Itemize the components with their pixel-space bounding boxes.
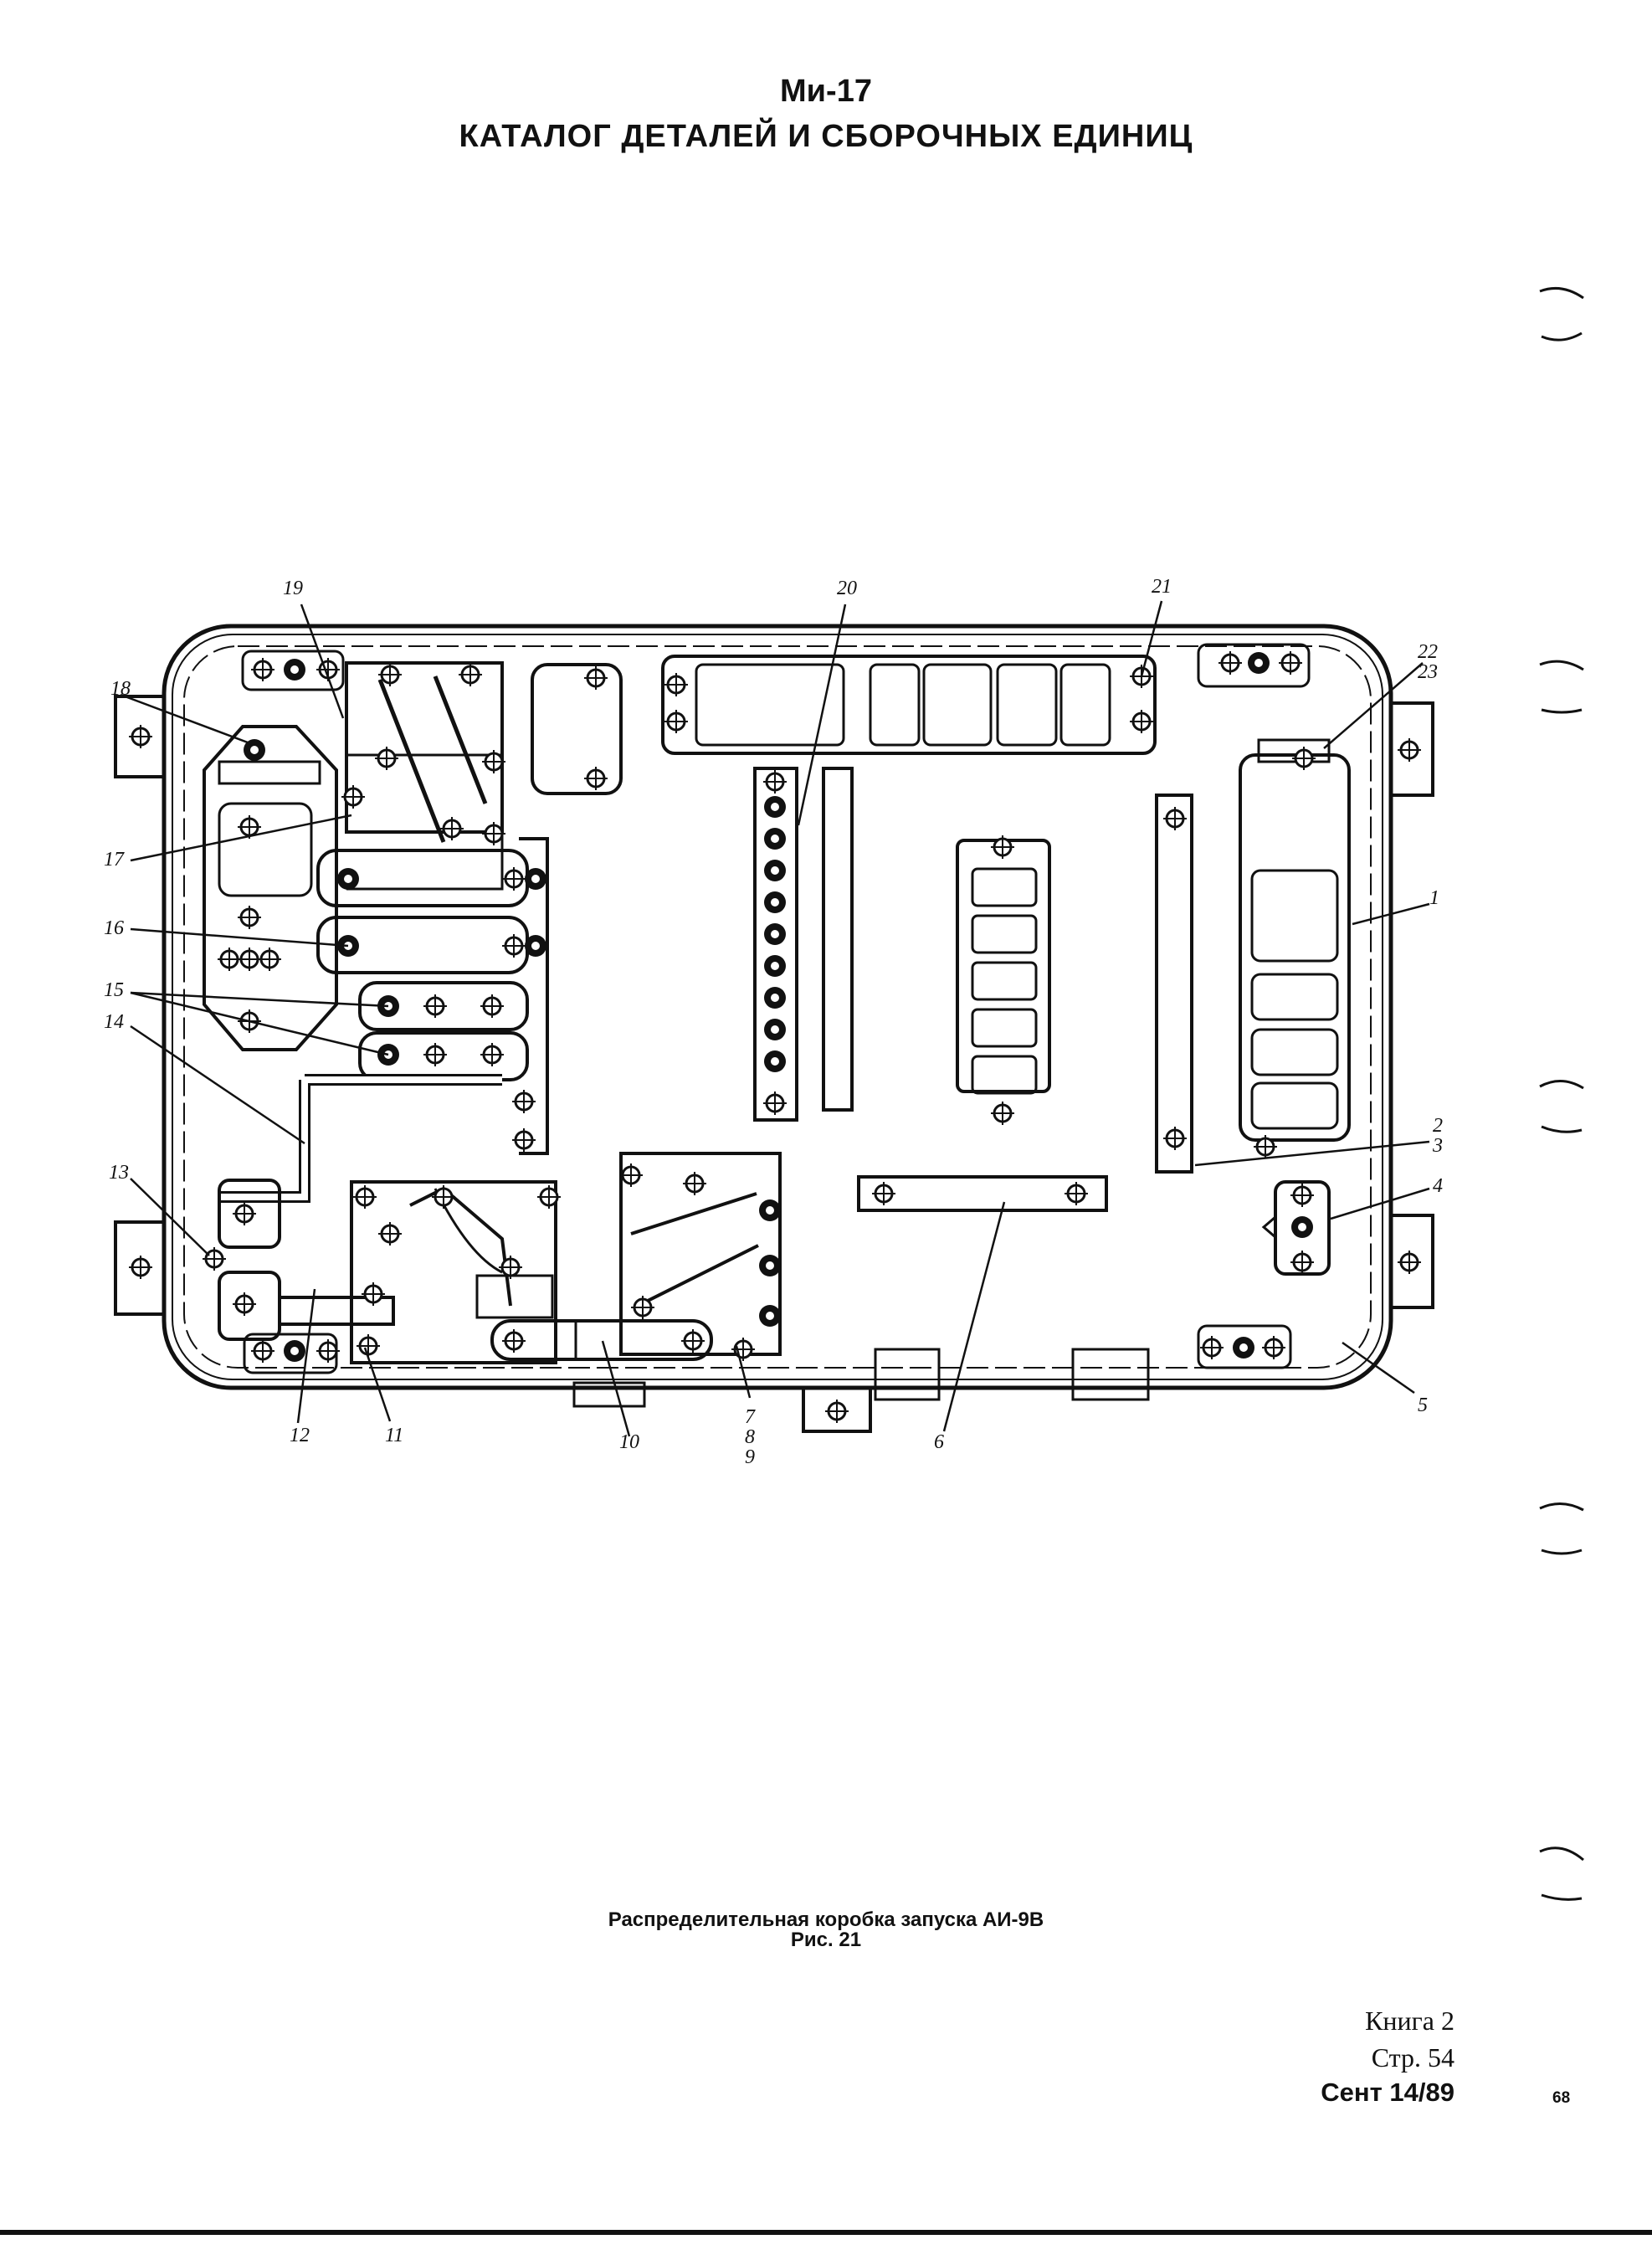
- callout-23: 23: [1418, 661, 1438, 683]
- callout-21: 21: [1152, 576, 1172, 598]
- leader-lines: [120, 600, 1430, 1437]
- fuse-bus-bar: [519, 837, 549, 1155]
- terminal-marker-strip: [822, 767, 854, 1112]
- callout-9: 9: [745, 1446, 755, 1468]
- plate-top-left: [241, 650, 345, 691]
- mounting-ear-bottom-left: [114, 1220, 164, 1316]
- fuse-holder-3: [358, 981, 529, 1031]
- terminal-block-lower: [218, 1271, 281, 1341]
- bottom-lug-right: [1071, 1348, 1150, 1401]
- horizontal-bar: [857, 1175, 1108, 1212]
- housing-inner: [172, 634, 1383, 1380]
- binder-hole-4: [1539, 1502, 1584, 1555]
- figure-caption: Распределительная коробка запуска АИ-9В: [608, 1908, 1044, 1931]
- plate-bottom-right: [1197, 1324, 1292, 1369]
- bottom-lug-left: [572, 1381, 646, 1408]
- callout-12: 12: [290, 1425, 310, 1446]
- mounting-ear-bottom-center: [802, 1388, 872, 1433]
- connector-module-right: [1239, 753, 1351, 1142]
- book-number: Книга 2: [1365, 2006, 1454, 2036]
- clamp-block-upper: [345, 661, 504, 834]
- binder-hole-3: [1539, 1080, 1584, 1133]
- callout-13: 13: [109, 1162, 129, 1184]
- vertical-strip: [1155, 794, 1193, 1174]
- document-title: КАТАЛОГ ДЕТАЛЕЙ И СБОРОЧНЫХ ЕДИНИЦ: [459, 119, 1193, 154]
- mounting-ear-bottom-right: [1391, 1214, 1434, 1309]
- page-reference: Стр. 54: [1371, 2042, 1454, 2073]
- relay-center: [619, 1152, 782, 1356]
- callout-4: 4: [1433, 1175, 1443, 1197]
- document-model: Ми-17: [780, 74, 872, 109]
- callout-17: 17: [104, 849, 125, 871]
- callout-11: 11: [385, 1425, 403, 1446]
- callout-14: 14: [104, 1011, 124, 1033]
- connector-strip-top: [661, 655, 1157, 755]
- callout-16: 16: [104, 917, 124, 939]
- blank-panel: [531, 663, 623, 795]
- binder-hole-1: [1539, 286, 1584, 342]
- callout-20: 20: [837, 578, 857, 599]
- contactor-left: [350, 1180, 557, 1364]
- junction-box-drawing: 1 2 3 4 5 6 7 8 9 10 11 12 13 14 15 16 1…: [104, 576, 1443, 1468]
- housing-outer: [162, 624, 1393, 1390]
- housing-seal: [183, 645, 1372, 1369]
- mounting-ear-top-right: [1391, 701, 1434, 797]
- callout-1: 1: [1429, 887, 1439, 909]
- footer-rule: [0, 2230, 1652, 2235]
- binder-hole-2: [1539, 660, 1584, 714]
- callout-2: 2: [1433, 1115, 1443, 1137]
- figure-number: Рис. 21: [790, 1929, 862, 1951]
- callout-19: 19: [283, 578, 303, 599]
- terminal-column: [753, 767, 798, 1122]
- revision-date: Сент 14/89: [1321, 2078, 1454, 2107]
- callout-3: 3: [1432, 1135, 1443, 1157]
- binder-hole-5: [1539, 1847, 1584, 1901]
- shunt-bar: [490, 1319, 713, 1361]
- bottom-lug-center: [874, 1348, 941, 1401]
- callout-7: 7: [745, 1406, 756, 1428]
- callout-22: 22: [1418, 641, 1438, 663]
- mounting-ear-top-left: [114, 695, 164, 778]
- callout-18: 18: [110, 678, 131, 700]
- plate-top-right: [1197, 643, 1311, 688]
- callout-8: 8: [745, 1426, 755, 1448]
- terminal-block-upper: [218, 1179, 281, 1249]
- link-bar: [280, 1296, 395, 1326]
- callout-6: 6: [934, 1431, 944, 1453]
- callouts: 1 2 3 4 5 6 7 8 9 10 11 12 13 14 15 16 1…: [104, 576, 1443, 1468]
- sheet-number: 68: [1552, 2089, 1571, 2107]
- callout-5: 5: [1418, 1395, 1428, 1416]
- callout-15: 15: [104, 979, 124, 1001]
- callout-10: 10: [619, 1431, 639, 1453]
